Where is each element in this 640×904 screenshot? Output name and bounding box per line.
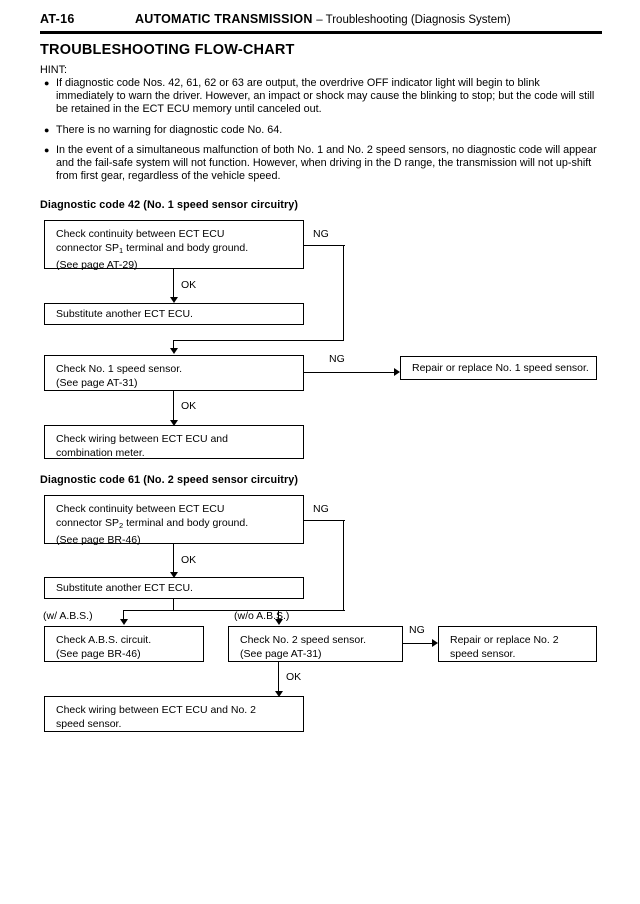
bullet-icon: ● bbox=[44, 124, 50, 135]
flow-box-42-check-wiring: Check wiring between ECT ECU and combina… bbox=[44, 425, 304, 459]
connector-line bbox=[173, 269, 175, 299]
hint-bullet-list: ● If diagnostic code Nos. 42, 61, 62 or … bbox=[40, 77, 600, 190]
subscript: 2 bbox=[119, 521, 124, 530]
page-number: AT-16 bbox=[40, 12, 75, 26]
connector-line bbox=[278, 610, 280, 620]
line-2-pre: connector SP bbox=[56, 242, 120, 254]
header-divider bbox=[40, 31, 602, 34]
list-item: ● If diagnostic code Nos. 42, 61, 62 or … bbox=[40, 77, 600, 117]
flow-box-61-check-sensor2: Check No. 2 speed sensor. (See page AT-3… bbox=[228, 626, 403, 662]
arrow-down-icon bbox=[275, 619, 283, 625]
list-item: ● In the event of a simultaneous malfunc… bbox=[40, 144, 600, 184]
arrow-down-icon bbox=[120, 619, 128, 625]
hint-bullet-text: If diagnostic code Nos. 42, 61, 62 or 63… bbox=[56, 77, 595, 116]
line-3: (See page BR-46) bbox=[56, 534, 141, 546]
flow-box-61-check-continuity-text: Check continuity between ECT ECU connecto… bbox=[56, 502, 248, 547]
flow-box-61-substitute-ecu: Substitute another ECT ECU. bbox=[44, 577, 304, 599]
flow-box-61-check-wiring: Check wiring between ECT ECU and No. 2 s… bbox=[44, 696, 304, 732]
flow-box-42-check-continuity-text: Check continuity between ECT ECU connecto… bbox=[56, 227, 248, 272]
arrow-down-icon bbox=[170, 348, 178, 354]
connector-label-ok-42-2: OK bbox=[181, 400, 197, 412]
page-header: AT-16 AUTOMATIC TRANSMISSION – Troublesh… bbox=[40, 12, 602, 34]
flow-box-42-repair-sensor1: Repair or replace No. 1 speed sensor. bbox=[400, 356, 597, 380]
connector-line bbox=[278, 662, 280, 693]
line-1: Check continuity between ECT ECU bbox=[56, 503, 225, 515]
connector-line bbox=[123, 610, 125, 620]
connector-label-ok-61-2: OK bbox=[286, 671, 302, 683]
connector-branch-bar bbox=[123, 610, 345, 612]
connector-line bbox=[304, 245, 345, 247]
section-heading-code-42: Diagnostic code 42 (No. 1 speed sensor c… bbox=[40, 199, 299, 211]
branch-label-with-abs: (w/ A.B.S.) bbox=[43, 610, 93, 622]
flow-box-42-check-sensor1: Check No. 1 speed sensor. (See page AT-3… bbox=[44, 355, 304, 391]
hint-label: HINT: bbox=[40, 64, 67, 76]
flow-box-61-check-sensor2-text: Check No. 2 speed sensor. (See page AT-3… bbox=[240, 634, 367, 660]
connector-line bbox=[173, 599, 175, 611]
flow-box-61-check-wiring-text: Check wiring between ECT ECU and No. 2 s… bbox=[56, 704, 256, 730]
flow-box-61-repair-sensor2-text: Repair or replace No. 2 speed sensor. bbox=[450, 634, 559, 660]
flow-box-42-check-wiring-text: Check wiring between ECT ECU and combina… bbox=[56, 433, 228, 459]
line-3: (See page AT-29) bbox=[56, 259, 138, 271]
line-2-post: terminal and body ground. bbox=[123, 242, 249, 254]
connector-line bbox=[173, 340, 344, 342]
flow-box-61-check-continuity: Check continuity between ECT ECU connecto… bbox=[44, 495, 304, 547]
connector-line bbox=[304, 520, 345, 522]
connector-label-ok-61-1: OK bbox=[181, 554, 197, 566]
flow-box-42-check-continuity: Check continuity between ECT ECU connecto… bbox=[44, 220, 304, 272]
connector-label-ok-42-1: OK bbox=[181, 279, 197, 291]
connector-line bbox=[304, 372, 396, 374]
page-title: TROUBLESHOOTING FLOW-CHART bbox=[40, 42, 295, 58]
connector-line bbox=[173, 544, 175, 574]
list-item: ● There is no warning for diagnostic cod… bbox=[40, 124, 600, 137]
header-title-main: AUTOMATIC TRANSMISSION bbox=[135, 12, 313, 26]
arrow-down-icon bbox=[275, 691, 283, 697]
connector-label-ng-61-1: NG bbox=[313, 503, 329, 515]
flow-box-61-substitute-ecu-text: Substitute another ECT ECU. bbox=[56, 582, 193, 594]
header-title: AUTOMATIC TRANSMISSION – Troubleshooting… bbox=[135, 12, 511, 26]
flow-box-42-repair-sensor1-text: Repair or replace No. 1 speed sensor. bbox=[412, 362, 589, 374]
flow-box-61-check-abs-circuit: Check A.B.S. circuit. (See page BR-46) bbox=[44, 626, 204, 662]
arrow-right-icon bbox=[394, 368, 400, 376]
flow-box-42-check-sensor1-text: Check No. 1 speed sensor. (See page AT-3… bbox=[56, 363, 183, 389]
arrow-down-icon bbox=[170, 420, 178, 426]
flow-box-61-repair-sensor2: Repair or replace No. 2 speed sensor. bbox=[438, 626, 597, 662]
bullet-icon: ● bbox=[44, 144, 50, 155]
connector-label-ng-42-1: NG bbox=[313, 228, 329, 240]
line-2-post: terminal and body ground. bbox=[123, 517, 249, 529]
bullet-icon: ● bbox=[44, 78, 50, 88]
arrow-right-icon bbox=[432, 639, 438, 647]
flow-box-42-substitute-ecu-text: Substitute another ECT ECU. bbox=[56, 308, 193, 320]
header-title-sub: – Troubleshooting (Diagnosis System) bbox=[316, 14, 511, 26]
flow-box-61-check-abs-circuit-text: Check A.B.S. circuit. (See page BR-46) bbox=[56, 634, 152, 660]
line-2-pre: connector SP bbox=[56, 517, 120, 529]
connector-line bbox=[173, 340, 175, 349]
connector-line bbox=[173, 391, 175, 422]
hint-bullet-text: In the event of a simultaneous malfuncti… bbox=[56, 143, 597, 183]
arrow-down-icon bbox=[170, 297, 178, 303]
connector-line bbox=[343, 245, 345, 341]
connector-line bbox=[403, 643, 434, 645]
connector-line bbox=[343, 520, 345, 611]
section-heading-code-61: Diagnostic code 61 (No. 2 speed sensor c… bbox=[40, 474, 299, 486]
connector-label-ng-42-2: NG bbox=[329, 353, 345, 365]
arrow-down-icon bbox=[170, 572, 178, 578]
connector-label-ng-61-2: NG bbox=[409, 624, 425, 636]
branch-label-without-abs: (w/o A.B.S.) bbox=[234, 610, 290, 622]
line-1: Check continuity between ECT ECU bbox=[56, 228, 225, 240]
subscript: 1 bbox=[119, 246, 124, 255]
hint-bullet-text: There is no warning for diagnostic code … bbox=[56, 123, 283, 136]
flow-box-42-substitute-ecu: Substitute another ECT ECU. bbox=[44, 303, 304, 325]
